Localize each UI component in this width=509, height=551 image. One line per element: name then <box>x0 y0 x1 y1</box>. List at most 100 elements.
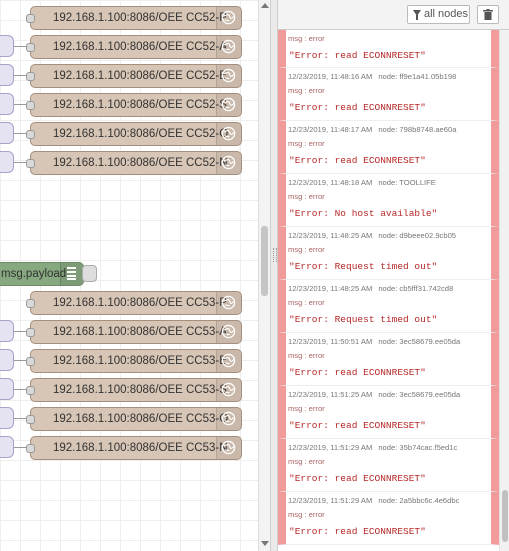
http-request-node[interactable]: 192.168.1.100:8086/OEE CC52-E <box>26 64 242 88</box>
http-request-node[interactable]: 192.168.1.100:8086/OEE CC52-N <box>26 151 242 175</box>
upstream-node-stub[interactable] <box>0 320 14 342</box>
node-input-port[interactable] <box>26 159 35 168</box>
http-request-node[interactable]: 192.168.1.100:8086/OEE CC52-P <box>26 6 242 30</box>
wire <box>14 75 30 76</box>
message-payload[interactable]: "Error: Request timed out" <box>289 261 438 272</box>
upstream-node-stub[interactable] <box>0 64 14 86</box>
message-node-link[interactable]: node: 3ec58679.ee05da <box>378 390 461 399</box>
debug-toggle-button[interactable] <box>82 265 97 282</box>
globe-icon <box>216 7 241 29</box>
http-request-node[interactable]: 192.168.1.100:8086/OEE CC53-E <box>26 349 242 373</box>
message-node-link[interactable]: node: 35b74cac.f5ed1c <box>378 443 458 452</box>
message-payload[interactable]: "Error: read ECONNRESET" <box>289 102 426 113</box>
http-request-node[interactable]: 192.168.1.100:8086/OEE CC53-P <box>26 291 242 315</box>
node-label: 192.168.1.100:8086/OEE CC53-A <box>53 326 227 338</box>
debug-scrollbar[interactable] <box>499 30 509 551</box>
debug-scroll-thumb[interactable] <box>502 490 508 542</box>
debug-node[interactable]: msg.payload <box>0 262 84 286</box>
message-node-link[interactable]: node: 2a5bbc6c.4e6dbc <box>378 496 460 505</box>
upstream-node-stub[interactable] <box>0 35 14 57</box>
node-label: 192.168.1.100:8086/OEE CC52-N <box>53 157 228 169</box>
message-payload[interactable]: "Error: read ECONNRESET" <box>289 526 426 537</box>
upstream-node-stub[interactable] <box>0 151 14 173</box>
node-input-port[interactable] <box>26 415 35 424</box>
message-node-link[interactable]: node: ff9e1a41.05b198 <box>378 72 457 81</box>
globe-icon <box>216 94 241 116</box>
upstream-node-stub[interactable] <box>0 436 14 458</box>
scroll-down-icon[interactable] <box>261 541 269 546</box>
message-payload[interactable]: "Error: No host available" <box>289 208 438 219</box>
message-topic: msg : error <box>288 351 325 360</box>
scroll-up-icon[interactable] <box>261 3 269 8</box>
node-input-port[interactable] <box>26 386 35 395</box>
node-input-port[interactable] <box>26 43 35 52</box>
debug-message[interactable]: 12/23/2019, 11:51:29 AM node: 2a5bbc6c.4e… <box>278 492 499 545</box>
message-timestamp: 12/23/2019, 11:51:29 AM <box>288 496 373 505</box>
node-label: 192.168.1.100:8086/OEE CC53-N <box>53 442 228 454</box>
node-input-port[interactable] <box>26 101 35 110</box>
message-payload[interactable]: "Error: Request timed out" <box>289 314 438 325</box>
upstream-node-stub[interactable] <box>0 378 14 400</box>
message-payload[interactable]: "Error: read ECONNRESET" <box>289 473 426 484</box>
node-input-port[interactable] <box>26 357 35 366</box>
node-input-port[interactable] <box>26 130 35 139</box>
filter-button-label: all nodes <box>424 8 469 20</box>
wire <box>14 331 30 332</box>
upstream-node-stub[interactable] <box>0 93 14 115</box>
message-node-link[interactable]: node: d9beee02.9cb05 <box>378 231 457 240</box>
message-payload[interactable]: "Error: read ECONNRESET" <box>289 50 426 61</box>
message-timestamp: 12/23/2019, 11:48:25 AM <box>288 284 373 293</box>
http-request-node[interactable]: 192.168.1.100:8086/OEE CC52-S <box>26 93 242 117</box>
node-label: 192.168.1.100:8086/OEE CC53-P <box>53 297 227 309</box>
node-input-port[interactable] <box>26 14 35 23</box>
http-request-node[interactable]: 192.168.1.100:8086/OEE CC52-O <box>26 122 242 146</box>
message-node-link[interactable]: node: TOOLLIFE <box>378 178 436 187</box>
upstream-node-stub[interactable] <box>0 349 14 371</box>
sidebar-splitter[interactable] <box>270 0 278 551</box>
canvas-scroll-thumb[interactable] <box>261 226 268 296</box>
wire <box>14 162 30 163</box>
filter-nodes-button[interactable]: all nodes <box>407 5 470 24</box>
http-request-node[interactable]: 192.168.1.100:8086/OEE CC53-N <box>26 436 242 460</box>
message-node-link[interactable]: node: 3ec58679.ee05da <box>378 337 461 346</box>
wire <box>14 46 30 47</box>
message-node-link[interactable]: node: cb5fff31.742cd8 <box>378 284 454 293</box>
message-payload[interactable]: "Error: read ECONNRESET" <box>289 367 426 378</box>
http-request-node[interactable]: 192.168.1.100:8086/OEE CC53-S <box>26 378 242 402</box>
message-payload[interactable]: "Error: read ECONNRESET" <box>289 155 426 166</box>
globe-icon <box>216 437 241 459</box>
debug-message[interactable]: msg : error"Error: read ECONNRESET" <box>278 30 499 68</box>
message-timestamp: 12/23/2019, 11:48:18 AM <box>288 178 373 187</box>
splitter-grip-icon <box>273 248 277 262</box>
wire <box>14 360 30 361</box>
debug-message[interactable]: 12/23/2019, 11:48:25 AM node: cb5fff31.74… <box>278 280 499 333</box>
upstream-node-stub[interactable] <box>0 407 14 429</box>
http-request-node[interactable]: 192.168.1.100:8086/OEE CC53-O <box>26 407 242 431</box>
node-label: 192.168.1.100:8086/OEE CC53-S <box>53 384 227 396</box>
debug-message-list[interactable]: msg : error"Error: read ECONNRESET"12/23… <box>278 30 499 551</box>
upstream-node-stub[interactable] <box>0 122 14 144</box>
message-meta: 12/23/2019, 11:48:25 AM node: cb5fff31.74… <box>288 284 453 293</box>
message-topic: msg : error <box>288 404 325 413</box>
node-input-port[interactable] <box>26 299 35 308</box>
message-topic: msg : error <box>288 86 325 95</box>
clear-messages-button[interactable] <box>477 5 499 24</box>
http-request-node[interactable]: 192.168.1.100:8086/OEE CC53-A <box>26 320 242 344</box>
node-input-port[interactable] <box>26 72 35 81</box>
flow-canvas[interactable]: 192.168.1.100:8086/OEE CC52-P 192.168.1.1… <box>0 0 258 551</box>
node-input-port[interactable] <box>26 328 35 337</box>
node-input-port[interactable] <box>26 444 35 453</box>
canvas-scrollbar[interactable] <box>258 0 270 551</box>
http-request-node[interactable]: 192.168.1.100:8086/OEE CC52-A <box>26 35 242 59</box>
message-node-link[interactable]: node: 798b8748.ae60a <box>378 125 457 134</box>
message-payload[interactable]: "Error: read ECONNRESET" <box>289 420 426 431</box>
